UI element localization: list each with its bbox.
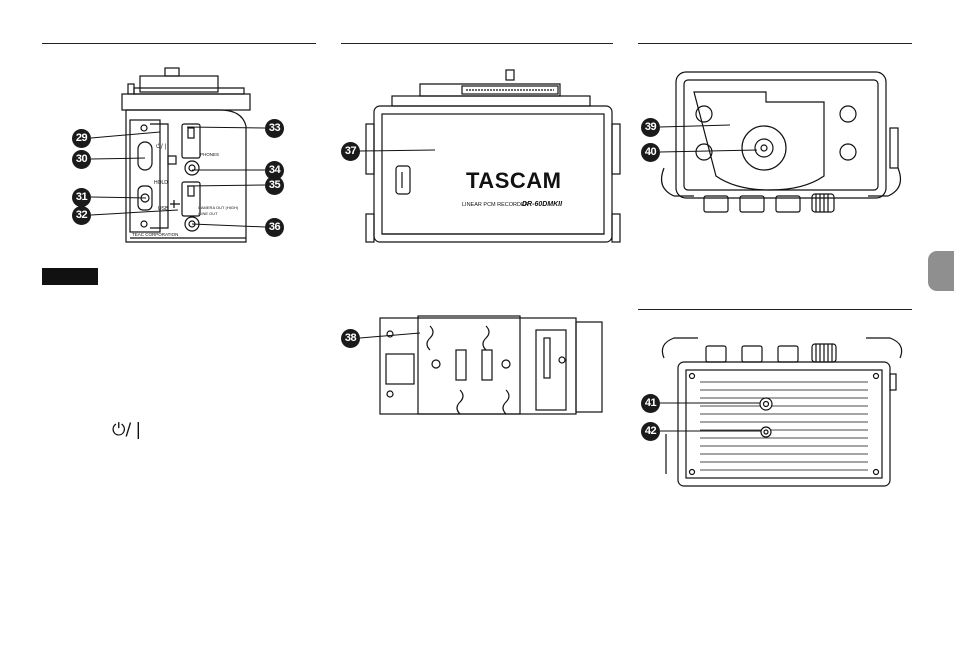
- callout-38: 38: [341, 329, 360, 348]
- callout-32: 32: [72, 206, 91, 225]
- power-symbol-glyph: ⏻/❘: [112, 420, 146, 440]
- callout-35: 35: [265, 176, 284, 195]
- label-phones: PHONES: [200, 152, 219, 157]
- section-rule-1: [42, 43, 316, 44]
- brand-strip: TEAC CORPORATION: [132, 232, 178, 237]
- top-view-figure: [661, 71, 901, 213]
- tascam-logo: TASCAM: [466, 168, 561, 193]
- callout-31: 31: [72, 188, 91, 207]
- callout-37: 37: [341, 142, 360, 161]
- callout-41: 41: [641, 394, 660, 413]
- note-badge: [42, 268, 98, 285]
- battery-compartment-figure: [379, 315, 603, 415]
- callout-39: 39: [641, 118, 660, 137]
- callout-33: 33: [265, 119, 284, 138]
- label-power: ⏻/❘: [156, 143, 168, 150]
- chapter-side-tab[interactable]: [928, 251, 954, 291]
- model-prefix: LINEAR PCM RECORDER: [462, 202, 529, 208]
- section-rule-3: [638, 43, 912, 44]
- callout-29: 29: [72, 129, 91, 148]
- label-usb: USB: [158, 206, 169, 212]
- bottom-view-figure: [661, 337, 903, 487]
- callout-34: 34: [265, 161, 284, 180]
- label-line-out: /LINE OUT: [198, 211, 218, 216]
- front-panel-figure: TASCAM LINEAR PCM RECORDER DR-60DMKII: [365, 69, 621, 243]
- section-rule-4: [638, 309, 912, 310]
- section-rule-2: [341, 43, 613, 44]
- callout-36: 36: [265, 218, 284, 237]
- callout-30: 30: [72, 150, 91, 169]
- callout-40: 40: [641, 143, 660, 162]
- label-camera-out: CAMERA OUT (HIGH): [198, 205, 239, 210]
- label-hold: HOLD: [154, 180, 168, 186]
- model-name: DR-60DMKII: [522, 201, 563, 208]
- callout-42: 42: [641, 422, 660, 441]
